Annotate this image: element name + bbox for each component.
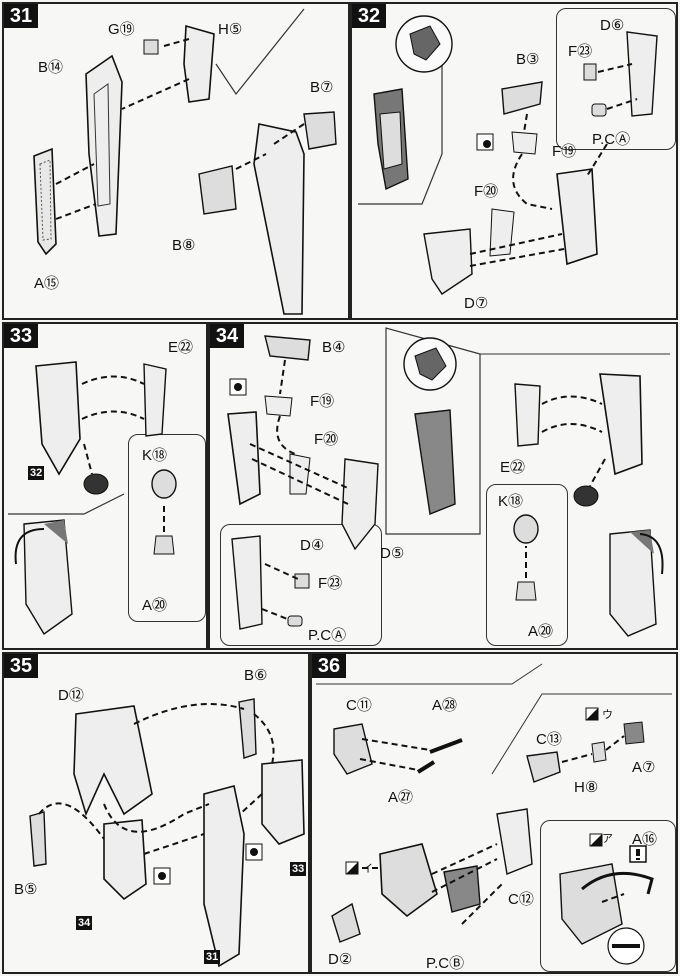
part-label: C⑬ bbox=[536, 731, 562, 748]
detail-inset bbox=[128, 434, 206, 622]
step-reference: 34 bbox=[76, 916, 93, 930]
part-label: H⑧ bbox=[574, 779, 599, 796]
mark-label: ウ bbox=[602, 709, 613, 721]
part-label: B③ bbox=[516, 51, 540, 68]
part-label: D⑦ bbox=[464, 295, 489, 312]
step-number: 35 bbox=[4, 654, 38, 678]
step-31-panel: 31 G⑲ H⑤ B⑭ B⑦ B⑧ A⑮ bbox=[2, 2, 350, 320]
part-label: D⑥ bbox=[600, 17, 625, 34]
part-label: B⑥ bbox=[244, 667, 268, 684]
step-32-panel: 32 B③ D⑥ bbox=[350, 2, 678, 320]
part-label: B⑤ bbox=[14, 881, 38, 898]
part-label: E㉒ bbox=[500, 459, 526, 476]
part-label: C⑪ bbox=[346, 697, 372, 714]
step-number: 32 bbox=[352, 4, 386, 28]
step-36-panel: 36 bbox=[310, 652, 678, 974]
detail-inset bbox=[220, 524, 382, 646]
part-label: B⑦ bbox=[310, 79, 334, 96]
step-reference: 33 bbox=[290, 862, 307, 876]
step-32-illustration bbox=[358, 15, 658, 295]
step-35-illustration bbox=[29, 698, 305, 968]
mark-label: ア bbox=[602, 833, 613, 845]
part-label: D⑤ bbox=[380, 545, 405, 562]
part-label: P.CⒶ bbox=[308, 627, 347, 644]
part-label: P.CⒶ bbox=[592, 131, 631, 148]
step-36-illustration bbox=[316, 663, 672, 965]
detail-inset bbox=[540, 820, 676, 972]
part-label: A⑮ bbox=[34, 275, 60, 292]
part-label: A⑳ bbox=[142, 597, 168, 614]
part-label: B⑧ bbox=[172, 237, 196, 254]
detail-inset bbox=[556, 8, 676, 150]
step-number: 34 bbox=[210, 324, 244, 348]
part-label: B⑭ bbox=[38, 59, 64, 76]
part-label: B④ bbox=[322, 339, 346, 356]
part-label: F⑲ bbox=[310, 393, 335, 410]
part-label: D⑫ bbox=[58, 687, 84, 704]
step-33-panel: 33 E㉒ K⑱ A⑳ 32 bbox=[2, 322, 208, 650]
part-label: F⑳ bbox=[474, 183, 499, 200]
step-number: 33 bbox=[4, 324, 38, 348]
step-reference: 31 bbox=[204, 950, 221, 964]
part-label: D④ bbox=[300, 537, 325, 554]
detail-inset bbox=[486, 484, 568, 646]
step-number: 36 bbox=[312, 654, 346, 678]
part-label: E㉒ bbox=[168, 339, 194, 356]
mark-label: イ bbox=[362, 863, 373, 875]
part-label: A㉘ bbox=[432, 697, 458, 714]
part-label: A⑯ bbox=[632, 831, 658, 848]
part-label: P.CⒷ bbox=[426, 955, 465, 972]
part-label: K⑱ bbox=[498, 493, 524, 510]
part-label: G⑲ bbox=[108, 21, 135, 38]
part-label: A㉗ bbox=[388, 789, 414, 806]
part-label: C⑫ bbox=[508, 891, 534, 908]
step-35-panel: 35 D⑫ B⑥ B⑤ 34 33 31 bbox=[2, 652, 310, 974]
part-label: A⑦ bbox=[632, 759, 656, 776]
step-31-illustration bbox=[33, 8, 337, 315]
part-label: F㉓ bbox=[568, 43, 593, 60]
part-label: K⑱ bbox=[142, 447, 168, 464]
step-number: 31 bbox=[4, 4, 38, 28]
step-34-panel: 34 bbox=[208, 322, 678, 650]
part-label: F㉓ bbox=[318, 575, 343, 592]
step-34-illustration bbox=[227, 327, 670, 637]
step-33-illustration bbox=[8, 361, 177, 636]
part-label: H⑤ bbox=[218, 21, 243, 38]
part-label: D② bbox=[328, 951, 353, 968]
step-reference: 32 bbox=[28, 466, 45, 480]
part-label: F⑲ bbox=[552, 143, 577, 160]
part-label: A⑳ bbox=[528, 623, 554, 640]
part-label: F⑳ bbox=[314, 431, 339, 448]
